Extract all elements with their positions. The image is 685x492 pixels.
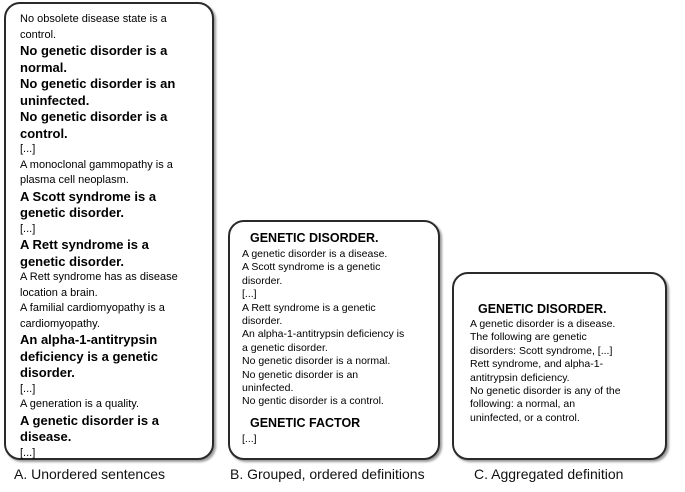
sentence-line: A Rett syndrome has as disease (20, 271, 178, 283)
panel-aggregated-definition: GENETIC DISORDER. A genetic disorder is a… (452, 272, 667, 460)
sentence-line: No genetic disorder is a (20, 109, 168, 124)
sentence-line: uninfected. (242, 382, 294, 395)
caption-b: B. Grouped, ordered definitions (230, 466, 425, 482)
sentence-line: No genetic disorder is an (20, 76, 176, 91)
sentence-line: uninfected, or a control. (470, 411, 580, 424)
sentence-line: control. (20, 125, 68, 141)
panel-grouped-definitions: GENETIC DISORDER. A genetic disorder is a… (228, 220, 440, 460)
sentence-line: disease. (20, 429, 72, 444)
sentence-line: The following are genetic (470, 331, 587, 344)
sentence-line: cardiomyopathy. (20, 317, 100, 330)
section-heading: GENETIC FACTOR (250, 415, 361, 430)
sentence-line: disorder. (242, 315, 283, 328)
sentence-line: An alpha-1-antitrypsin (20, 332, 158, 347)
section-heading: GENETIC DISORDER. (250, 231, 379, 245)
sentence-line: disorder. (242, 274, 283, 287)
sentence-line: disorder. (20, 365, 75, 380)
sentence-line: An alpha-1-antitrypsin deficiency is (242, 328, 405, 341)
sentence-line: [...] (20, 143, 36, 155)
sentence-line: a genetic disorder. (242, 341, 328, 354)
sentence-line: No genetic disorder is a normal. (242, 355, 391, 368)
sentence-line: control. (20, 28, 57, 41)
sentence-line: disorders: Scott syndrome, [...] (470, 344, 613, 357)
sentence-line: A Scott syndrome is a genetic (242, 261, 381, 274)
sentence-line: plasma cell neoplasm. (20, 174, 129, 186)
sentence-line: uninfected. (20, 92, 90, 108)
sentence-line: No genetic disorder is an (242, 368, 359, 381)
sentence-line: following: a normal, an (470, 398, 576, 411)
sentence-line: antitrypsin deficiency. (470, 371, 570, 384)
sentence-line: A Rett syndrome is a genetic (242, 301, 376, 314)
sentence-line: No gentic disorder is a control. (242, 395, 384, 408)
sentence-line: genetic disorder. (20, 205, 125, 220)
sentence-line: No genetic disorder is a (20, 43, 168, 58)
sentence-line: [...] (20, 222, 36, 235)
sentence-line: A Rett syndrome is a (20, 237, 149, 252)
sentence-line: A generation is a quality. (20, 398, 140, 410)
sentence-line: [...] (242, 288, 257, 301)
sentence-line: [...] (242, 432, 257, 445)
sentence-line: A monoclonal gammopathy is a (20, 158, 173, 171)
sentence-line: genetic disorder. (20, 253, 125, 269)
section-heading: GENETIC DISORDER. (478, 302, 607, 316)
sentence-line: [...] (20, 382, 36, 395)
caption-c: C. Aggregated definition (474, 466, 624, 482)
sentence-line: No obsolete disease state is a (20, 13, 167, 25)
sentence-line: A genetic disorder is a (20, 412, 159, 428)
sentence-line: deficiency is a genetic (20, 348, 159, 364)
sentence-line: A genetic disorder is a disease. (470, 318, 616, 330)
sentence-line: Rett syndrome, and alpha-1- (470, 358, 604, 371)
sentence-line: location a brain. (20, 286, 98, 299)
caption-a: A. Unordered sentences (14, 466, 165, 482)
sentence-line: A Scott syndrome is a (20, 188, 157, 204)
sentence-line: A familial cardiomyopathy is a (20, 302, 165, 314)
sentence-line: No genetic disorder is any of the (470, 385, 621, 398)
sentence-line: A genetic disorder is a disease. (242, 248, 388, 260)
sentence-line: [...] (20, 446, 36, 459)
sentence-line: normal. (20, 59, 67, 75)
